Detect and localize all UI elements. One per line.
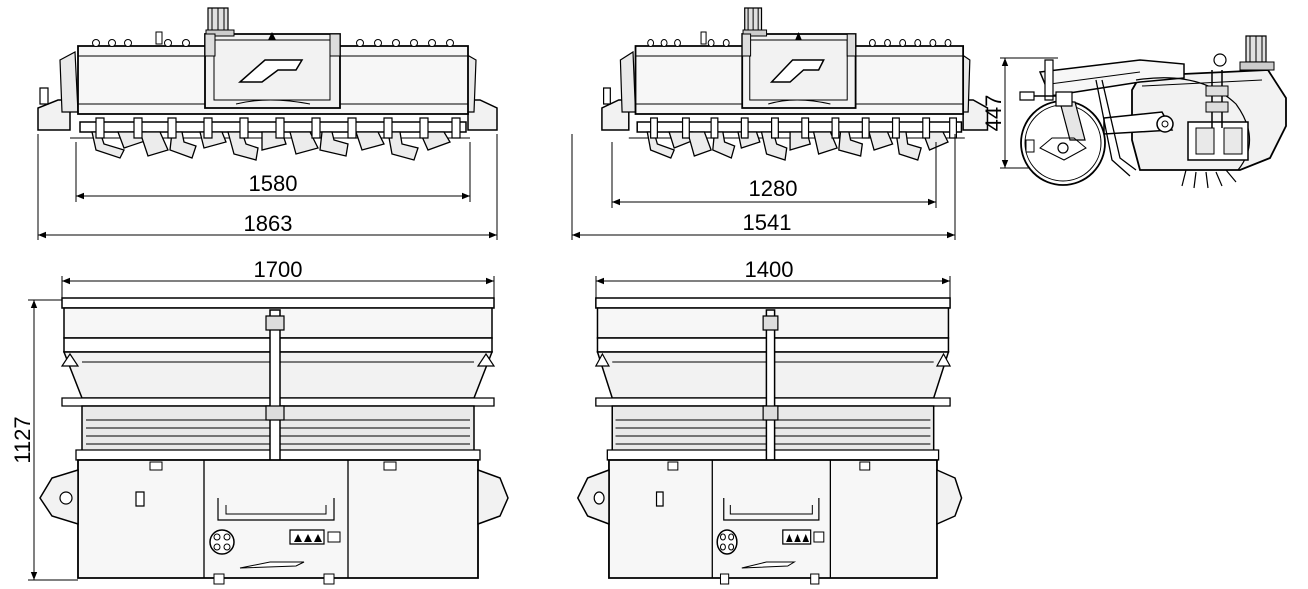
dimension-text-447: 447	[981, 95, 1006, 132]
dimension-text-1400: 1400	[745, 257, 794, 282]
top-view-small	[576, 297, 963, 585]
dimension-1400: 1400	[596, 257, 950, 300]
dimension-text-1700: 1700	[254, 257, 303, 282]
side-view	[1020, 36, 1286, 188]
dimension-1580: 1580	[76, 142, 470, 202]
dimension-text-1863: 1863	[244, 211, 293, 236]
front-view-large	[37, 7, 498, 161]
dimension-text-1127: 1127	[10, 416, 35, 463]
dimension-1700: 1700	[62, 257, 494, 300]
top-view-large	[39, 297, 509, 585]
dimension-1541: 1541	[572, 134, 955, 240]
dimension-1280: 1280	[612, 142, 936, 208]
dimension-text-1580: 1580	[249, 171, 298, 196]
dimension-text-1541: 1541	[743, 210, 792, 235]
dimension-text-1280: 1280	[749, 176, 798, 201]
dimension-447: 447	[981, 58, 1058, 168]
front-view-small	[601, 7, 989, 161]
dimension-1863: 1863	[38, 134, 497, 240]
dimension-1127: 1127	[10, 300, 78, 580]
